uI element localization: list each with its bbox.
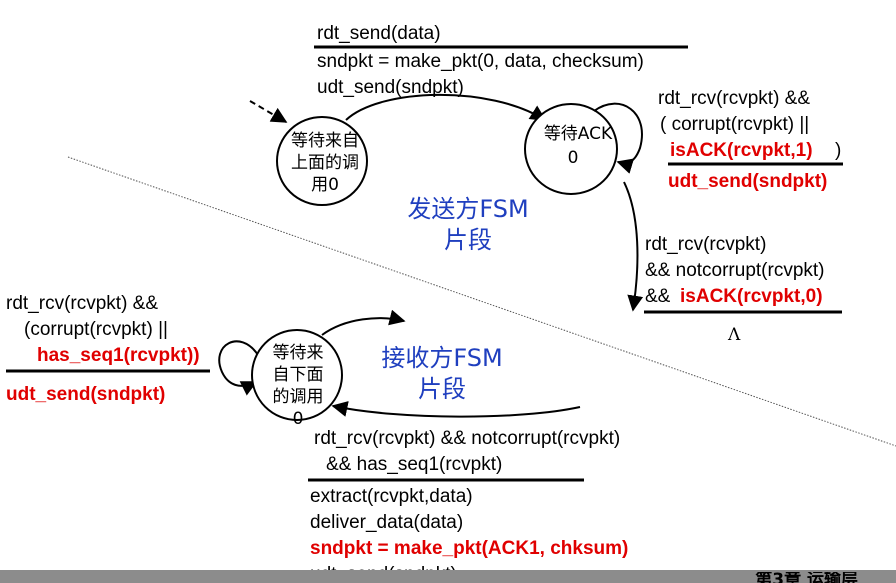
receiver-loop-red-cond: has_seq1(rcvpkt)) [37, 345, 200, 366]
sender-top-event: rdt_send(data) [317, 23, 441, 44]
sender-down-line2: && notcorrupt(rcvpkt) [645, 260, 825, 281]
separator-line [67, 156, 896, 447]
sender-loop-line1: rdt_rcv(rcvpkt) && [658, 88, 810, 109]
receiver-up-arrow [321, 309, 406, 336]
sender-top-action-1: sndpkt = make_pkt(0, data, checksum) [317, 51, 644, 72]
state-wait-ack-0 [524, 103, 618, 195]
sender-loop-red-cond: isACK(rcvpkt,1) [670, 140, 813, 161]
sender-fsm-label-line2: 片段 [444, 226, 492, 254]
sender-down-prefix: && [645, 286, 676, 307]
receiver-fsm-label-line2: 片段 [418, 375, 466, 403]
receiver-bottom-action-1: extract(rcvpkt,data) [310, 486, 473, 507]
state-wait-below-0-line1: 等待来 [273, 343, 324, 363]
sender-fsm-label-line1: 发送方FSM [407, 195, 528, 223]
receiver-loop-line1: rdt_rcv(rcvpkt) && [6, 293, 158, 314]
sender-self-loop-arrow [593, 102, 643, 174]
receiver-fsm-label-line1: 接收方FSM [381, 344, 502, 372]
state-wait-call-0-line2: 上面的调 [291, 153, 359, 173]
receiver-bottom-event-1: rdt_rcv(rcvpkt) && notcorrupt(rcvpkt) [314, 428, 620, 449]
receiver-loop-red-action: udt_send(sndpkt) [6, 384, 165, 405]
sender-down-line1: rdt_rcv(rcvpkt) [645, 234, 766, 255]
receiver-bottom-event-2: && has_seq1(rcvpkt) [326, 454, 502, 475]
receiver-return-arrow [331, 401, 581, 418]
state-wait-call-0-line3: 用0 [311, 175, 339, 195]
state-wait-below-0-line3: 的调用 [273, 387, 324, 407]
state-wait-ack-0-line1: 等待ACK [544, 124, 613, 144]
sender-down-lambda: Λ [727, 325, 741, 345]
sender-loop-paren: ) [835, 140, 841, 161]
transition-ack-arrow [623, 181, 644, 312]
sender-loop-red-action: udt_send(sndpkt) [668, 171, 827, 192]
sender-top-action-2: udt_send(sndpkt) [317, 77, 464, 98]
state-wait-below-0-line2: 自下面 [273, 365, 324, 385]
state-wait-ack-0-line2: 0 [568, 148, 579, 168]
sender-down-red-cond: isACK(rcvpkt,0) [680, 286, 823, 307]
receiver-self-loop-arrow [218, 340, 259, 396]
state-wait-below-0 [251, 329, 343, 421]
transition-send-arrow [345, 93, 547, 121]
initial-state-arrow [249, 100, 288, 123]
footer-bar [0, 570, 896, 583]
state-wait-call-0-line1: 等待来自 [291, 131, 359, 151]
receiver-bottom-action-2: deliver_data(data) [310, 512, 463, 533]
receiver-bottom-red-action: sndpkt = make_pkt(ACK1, chksum) [310, 538, 628, 559]
state-wait-call-0 [276, 116, 368, 206]
sender-loop-line2: ( corrupt(rcvpkt) || [660, 114, 809, 135]
state-wait-below-0-line4: 0 [293, 409, 304, 429]
receiver-loop-line2: (corrupt(rcvpkt) || [24, 319, 168, 340]
footer-chapter: 第3章 运输层 [755, 572, 858, 583]
